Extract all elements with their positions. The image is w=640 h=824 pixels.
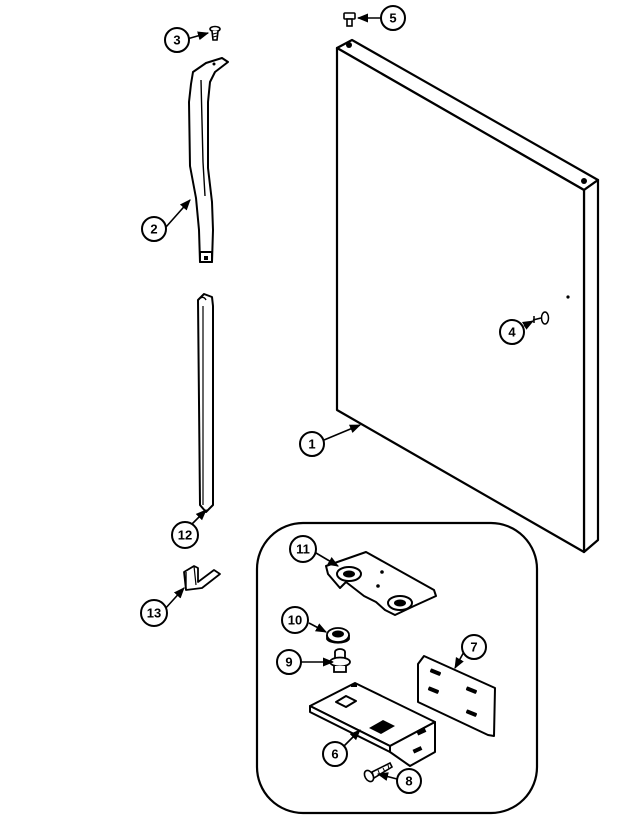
hinge-washer xyxy=(326,627,350,644)
door-plug xyxy=(343,12,356,27)
svg-text:2: 2 xyxy=(150,222,157,237)
hinge-pin xyxy=(329,648,351,673)
callout-10: 10 xyxy=(281,606,309,634)
callout-13: 13 xyxy=(140,599,168,627)
svg-text:12: 12 xyxy=(178,528,192,543)
handle-screw xyxy=(209,25,221,41)
callout-1: 1 xyxy=(299,431,325,457)
callout-7: 7 xyxy=(461,634,487,660)
svg-text:5: 5 xyxy=(389,11,396,26)
detail-inset-frame xyxy=(255,521,539,815)
svg-text:6: 6 xyxy=(331,747,338,762)
callout-8: 8 xyxy=(396,768,422,794)
callout-9: 9 xyxy=(276,649,302,675)
svg-text:1: 1 xyxy=(308,437,315,452)
svg-text:13: 13 xyxy=(147,606,161,621)
clip xyxy=(183,565,221,591)
door-panel xyxy=(335,38,600,554)
hinge xyxy=(309,682,436,767)
callout-5: 5 xyxy=(380,5,406,31)
svg-text:4: 4 xyxy=(508,325,516,340)
bracket xyxy=(325,551,437,616)
callout-4: 4 xyxy=(499,319,525,345)
svg-text:8: 8 xyxy=(405,774,412,789)
callout-leaders xyxy=(163,13,534,781)
callout-6: 6 xyxy=(322,741,348,767)
svg-text:10: 10 xyxy=(288,613,302,628)
callout-11: 11 xyxy=(289,535,317,563)
handle xyxy=(188,57,229,263)
svg-text:3: 3 xyxy=(173,33,180,48)
callout-2: 2 xyxy=(141,216,167,242)
hinge-screw xyxy=(363,761,394,783)
callout-3: 3 xyxy=(164,27,190,53)
svg-text:11: 11 xyxy=(296,542,310,557)
svg-text:7: 7 xyxy=(470,640,477,655)
svg-text:9: 9 xyxy=(285,655,292,670)
door-stop xyxy=(532,311,550,325)
hinge-shim xyxy=(417,655,496,737)
trim xyxy=(197,293,214,513)
callout-12: 12 xyxy=(171,521,199,549)
